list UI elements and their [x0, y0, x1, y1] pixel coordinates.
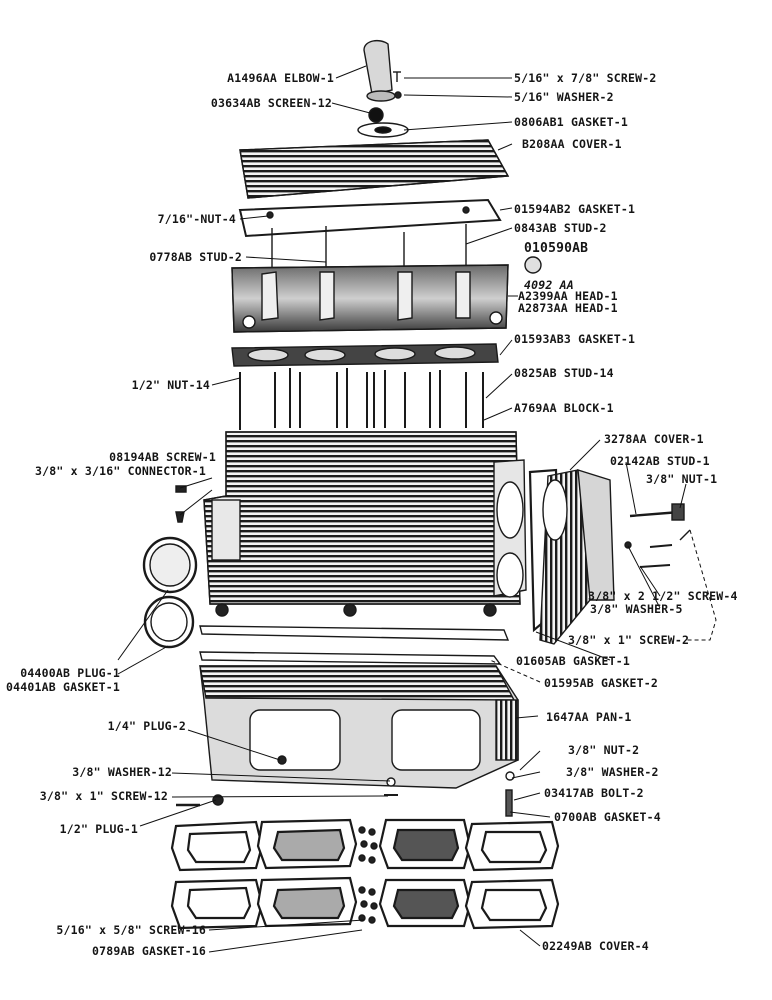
- engine-block-part: [203, 431, 527, 617]
- label-screen: 03634AB SCREEN-12: [210, 96, 332, 110]
- label-bolt: 03417AB BOLT-2: [544, 786, 644, 800]
- gasket-04401-part: [143, 595, 195, 649]
- label-gasket-elbow: 0806AB1 GASKET-1: [514, 115, 628, 129]
- label-washer-38-2: 3/8" WASHER-2: [566, 765, 659, 779]
- screw-top-part: [393, 71, 402, 99]
- block-studs: [239, 368, 484, 430]
- plug-04400-part: [142, 536, 198, 594]
- label-cover-top: B208AA COVER-1: [522, 137, 622, 151]
- cover-gasket-part: [238, 198, 502, 238]
- label-plug-12: 1/2" PLUG-1: [59, 822, 138, 836]
- head-gasket-part: [231, 343, 499, 367]
- label-screw-516: 5/16" x 5/8" SCREW-16: [56, 923, 206, 937]
- label-elbow: A1496AA ELBOW-1: [227, 71, 334, 85]
- small-screws-cluster: [358, 826, 378, 924]
- label-plug-14: 1/4" PLUG-2: [107, 719, 186, 733]
- label-washer-top: 5/16" WASHER-2: [514, 90, 614, 104]
- label-pan: 1647AA PAN-1: [546, 710, 632, 724]
- elbow-part: [363, 39, 396, 102]
- label-washer-38-5: 3/8" WASHER-5: [590, 602, 683, 616]
- label-gasket-0700: 0700AB GASKET-4: [554, 810, 661, 824]
- label-screw-08194: 08194AB SCREW-1: [109, 450, 216, 464]
- leader-lines: [117, 65, 717, 953]
- side-cover-gasket-part: [528, 468, 615, 645]
- pan-hardware: [176, 755, 515, 817]
- plug-010590-part: [524, 256, 542, 274]
- label-nut-716: 7/16"-NUT-4: [157, 212, 236, 226]
- head-studs: [271, 224, 467, 268]
- label-cover-3278: 3278AA COVER-1: [604, 432, 704, 446]
- label-stud-0825: 0825AB STUD-14: [514, 366, 614, 380]
- pan-gaskets-part: [199, 625, 510, 665]
- label-connector: 3/8" x 3/16" CONNECTOR-1: [35, 464, 206, 478]
- label-gasket-04401: 04401AB GASKET-1: [6, 680, 120, 694]
- screen-part: [368, 107, 384, 123]
- label-nut-12: 1/2" NUT-14: [131, 378, 210, 392]
- label-head-4092: 4092 AA: [524, 278, 574, 292]
- cylinder-head-part: [231, 264, 509, 333]
- pan-cover-gaskets: [170, 818, 560, 872]
- label-head-a2873: A2873AA HEAD-1: [518, 301, 618, 315]
- top-cover-part: [239, 139, 510, 199]
- label-gasket-0789: 0789AB GASKET-16: [92, 944, 206, 958]
- screw-08194-part: [175, 485, 187, 523]
- label-nut-38: 3/8" NUT-1: [646, 472, 718, 486]
- stud-02142-part: [629, 503, 685, 521]
- label-stud-0843: 0843AB STUD-2: [514, 221, 607, 235]
- label-gasket-head: 01593AB3 GASKET-1: [514, 332, 636, 346]
- label-gasket-01605: 01605AB GASKET-1: [516, 654, 630, 668]
- label-stud-02142: 02142AB STUD-1: [610, 454, 710, 468]
- pan-covers-part: [170, 876, 560, 930]
- label-gasket-01595: 01595AB GASKET-2: [544, 676, 658, 690]
- label-stud-0778: 0778AB STUD-2: [149, 250, 242, 264]
- label-screw-38-1-2: 3/8" x 1" SCREW-2: [568, 633, 690, 647]
- gasket-elbow-part: [357, 122, 409, 138]
- label-gasket-cover: 01594AB2 GASKET-1: [514, 202, 636, 216]
- side-cover-screws: [624, 529, 691, 568]
- label-washer-38-12: 3/8" WASHER-12: [72, 765, 172, 779]
- label-screw-38-212: 3/8" x 2 1/2" SCREW-4: [588, 589, 738, 603]
- label-head-a2399: A2399AA HEAD-1: [518, 289, 618, 303]
- label-screw-top: 5/16" x 7/8" SCREW-2: [514, 71, 657, 85]
- label-screw-38-1-12: 3/8" x 1" SCREW-12: [39, 789, 168, 803]
- label-block: A769AA BLOCK-1: [514, 401, 614, 415]
- oil-pan-part: [199, 665, 519, 789]
- label-cover-02249: 02249AB COVER-4: [542, 939, 649, 953]
- label-plug-010590: 010590AB: [524, 241, 589, 256]
- label-nut-38-2: 3/8" NUT-2: [568, 743, 640, 757]
- label-plug-04400: 04400AB PLUG-1: [20, 666, 120, 680]
